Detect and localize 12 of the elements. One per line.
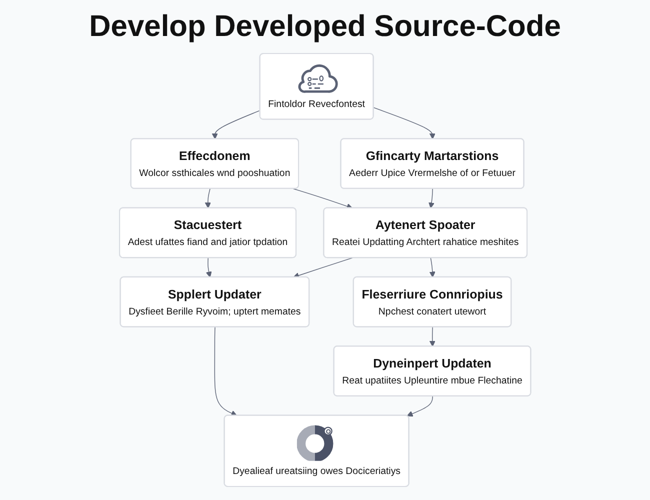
arrow [429, 258, 436, 278]
arrow [406, 396, 433, 417]
arrow [212, 110, 260, 140]
arrow [428, 188, 434, 208]
arrow [373, 107, 436, 140]
arrow [292, 188, 352, 210]
arrow [206, 258, 212, 278]
arrow [429, 326, 436, 347]
arrow [214, 326, 237, 416]
arrow [204, 188, 211, 208]
arrow [292, 258, 353, 278]
diagram-title: Develop Developed Source-Code [89, 9, 561, 45]
